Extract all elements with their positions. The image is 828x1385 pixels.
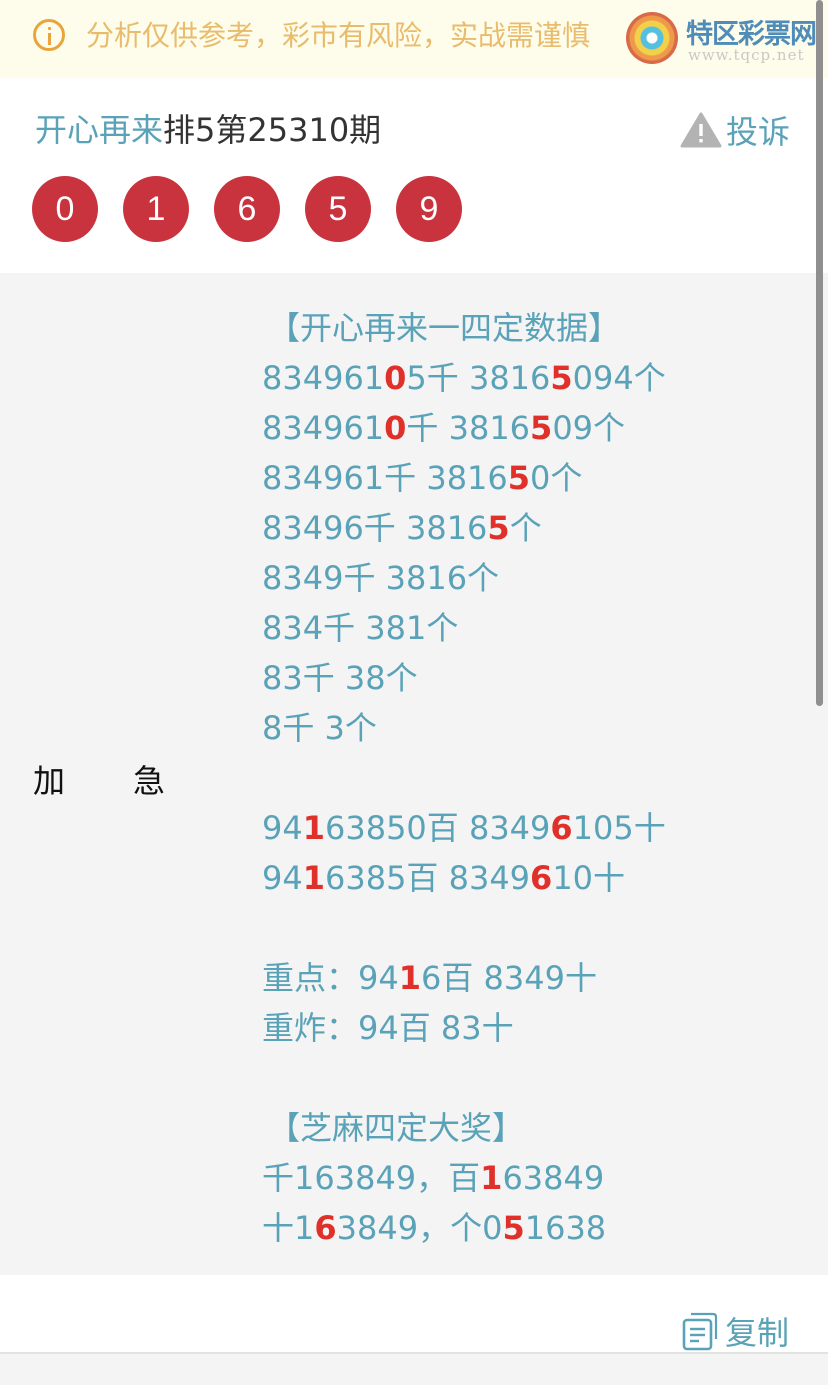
line-text: 千163849，百 xyxy=(262,1159,481,1197)
brand-logo-icon xyxy=(626,12,678,64)
line-text: 8349千 3816个 xyxy=(262,559,500,597)
line-text: 09个 xyxy=(552,409,626,447)
brand-url: www.tqcp.net xyxy=(688,46,805,64)
line-text: 63849 xyxy=(502,1159,605,1197)
copy-document-icon xyxy=(681,1311,719,1351)
line-text: 63850百 8349 xyxy=(324,809,551,847)
highlight-digit: 1 xyxy=(302,809,325,847)
line-text: 834千 381个 xyxy=(262,609,459,647)
line-text: 83千 38个 xyxy=(262,659,418,697)
line-text: 6百 8349十 xyxy=(421,959,597,997)
line-text: 5千 3816 xyxy=(406,359,551,397)
highlight-digit: 0 xyxy=(384,409,407,447)
notice-text: 分析仅供参考，彩市有风险，实战需谨慎 xyxy=(86,19,591,52)
line-text: 【芝麻四定大奖】 xyxy=(268,1109,525,1147)
number-ball: 0 xyxy=(32,176,98,242)
label-jia: 加 xyxy=(33,762,66,800)
analysis-line: 千163849，百163849 xyxy=(262,1153,666,1203)
brand-name: 特区彩票网 xyxy=(686,19,817,50)
issue-text: 排5第25310期 xyxy=(163,111,382,149)
highlight-digit: 1 xyxy=(480,1159,503,1197)
line-text: 重点：94 xyxy=(262,959,399,997)
analysis-line: 834千 381个 xyxy=(262,603,666,653)
analysis-line: 重点：9416百 8349十 xyxy=(262,953,666,1003)
complain-label: 投诉 xyxy=(726,113,791,151)
line-text: 94 xyxy=(262,809,303,847)
info-circle-icon xyxy=(33,19,65,51)
number-ball: 9 xyxy=(396,176,462,242)
draw-header: 开心再来排5第25310期 投诉 0 1 6 5 9 xyxy=(0,78,828,273)
copy-label: 复制 xyxy=(725,1314,790,1352)
analysis-line xyxy=(262,903,666,953)
highlight-digit: 6 xyxy=(314,1209,337,1247)
line-text: 834961 xyxy=(262,359,385,397)
footer-bar: 复制 xyxy=(0,1275,828,1354)
analysis-line: 83496105千 38165094个 xyxy=(262,353,666,403)
highlight-digit: 1 xyxy=(302,859,325,897)
highlight-digit: 0 xyxy=(384,359,407,397)
analysis-line: 834961千 381650个 xyxy=(262,453,666,503)
line-text: 834961千 3816 xyxy=(262,459,508,497)
line-text: 834961 xyxy=(262,409,385,447)
line-text: 0个 xyxy=(530,459,583,497)
line-text: 94 xyxy=(262,859,303,897)
highlight-digit: 1 xyxy=(398,959,421,997)
section-heading: 【开心再来一四定数据】 xyxy=(262,303,666,353)
draw-numbers: 0 1 6 5 9 xyxy=(32,176,487,242)
line-text: 094个 xyxy=(572,359,666,397)
page-title: 开心再来排5第25310期 xyxy=(35,108,381,152)
line-text: 个 xyxy=(509,509,542,547)
analysis-line: 83496千 38165个 xyxy=(262,503,666,553)
highlight-digit: 5 xyxy=(530,409,553,447)
highlight-digit: 5 xyxy=(550,359,573,397)
line-text: 1638 xyxy=(524,1209,607,1247)
analysis-line: 8349千 3816个 xyxy=(262,553,666,603)
section-heading: 【芝麻四定大奖】 xyxy=(262,1103,666,1153)
analysis-line xyxy=(262,1053,666,1103)
number-ball: 5 xyxy=(305,176,371,242)
analysis-line: 8349610千 3816509个 xyxy=(262,403,666,453)
line-text: 3849，个0 xyxy=(336,1209,503,1247)
analysis-line: 十163849，个051638 xyxy=(262,1203,666,1253)
line-text: 千 3816 xyxy=(406,409,531,447)
lottery-name-link[interactable]: 开心再来 xyxy=(35,111,164,149)
highlight-digit: 6 xyxy=(550,809,573,847)
line-text: 10十 xyxy=(552,859,626,897)
analysis-line: 83千 38个 xyxy=(262,653,666,703)
highlight-digit: 6 xyxy=(530,859,553,897)
number-ball: 1 xyxy=(123,176,189,242)
analysis-line xyxy=(262,753,666,803)
complain-button[interactable]: 投诉 xyxy=(680,108,790,152)
line-text: 105十 xyxy=(572,809,666,847)
notice-bar: 分析仅供参考，彩市有风险，实战需谨慎 特区彩票网 www.tqcp.net xyxy=(0,0,828,78)
line-text: 8千 3个 xyxy=(262,709,377,747)
vertical-scrollbar[interactable] xyxy=(816,0,823,706)
line-text: 【开心再来一四定数据】 xyxy=(268,309,621,347)
brand-watermark: 特区彩票网 www.tqcp.net xyxy=(626,8,821,68)
highlight-digit: 5 xyxy=(507,459,531,497)
line-text: 十1 xyxy=(262,1209,315,1247)
warning-triangle-icon xyxy=(680,112,722,148)
analysis-line: 9416385百 8349610十 xyxy=(262,853,666,903)
analysis-line: 重炸：94百 83十 xyxy=(262,1003,666,1053)
label-ji: 急 xyxy=(133,762,166,800)
line-text: 重炸：94百 83十 xyxy=(262,1009,514,1047)
copy-button[interactable]: 复制 xyxy=(681,1308,789,1354)
number-ball: 6 xyxy=(214,176,280,242)
line-text: 83496千 3816 xyxy=(262,509,488,547)
line-text: 6385百 8349 xyxy=(324,859,531,897)
highlight-digit: 5 xyxy=(487,509,510,547)
analysis-line: 94163850百 83496105十 xyxy=(262,803,666,853)
analysis-line: 8千 3个 xyxy=(262,703,666,753)
highlight-digit: 5 xyxy=(502,1209,525,1247)
